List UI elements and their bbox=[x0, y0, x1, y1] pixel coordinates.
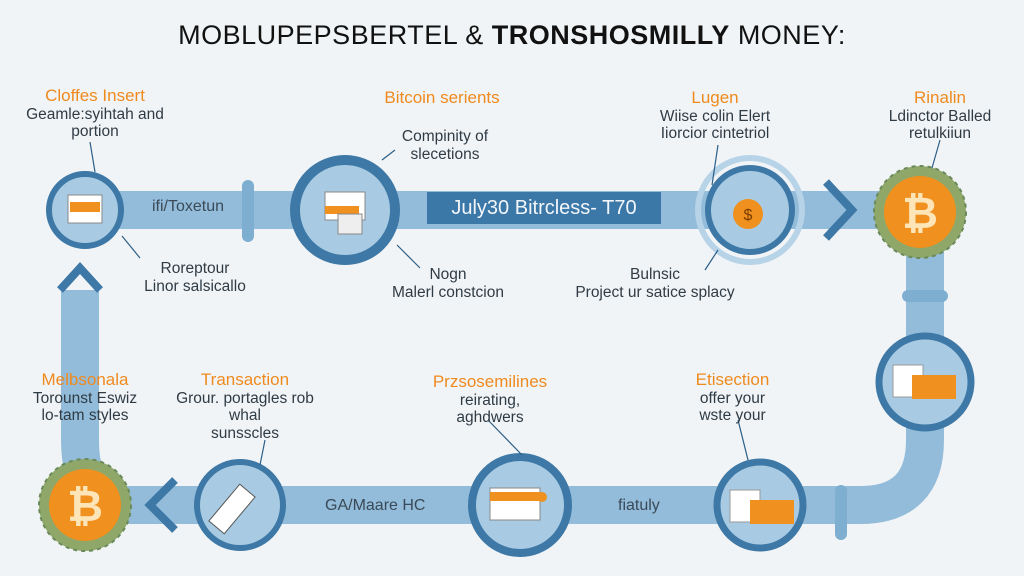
step-desc: offer your bbox=[699, 389, 766, 407]
money-bag-icon: $ bbox=[733, 199, 763, 229]
step-heading: Bitcoin serients bbox=[384, 88, 500, 107]
step-desc: slecetions bbox=[410, 145, 480, 163]
step-desc: reirating, bbox=[459, 391, 521, 409]
step-desc: Geamle:syihtah and bbox=[26, 105, 164, 123]
step-heading: Rinalin bbox=[914, 88, 966, 107]
step-desc: wste your bbox=[699, 407, 766, 425]
step-desc: Malerl constcion bbox=[392, 283, 504, 301]
svg-text:₿: ₿ bbox=[67, 482, 103, 531]
step-note: Bulnsic Project ur satice splacy bbox=[555, 266, 755, 302]
step-heading: Transaction bbox=[200, 370, 290, 389]
step-cloffes-insert: Cloffes Insert Geamle:syihtah and portio… bbox=[10, 86, 180, 141]
step-note: Compinity of slecetions bbox=[375, 128, 515, 164]
step-desc: Torounst Eswiz bbox=[32, 389, 138, 407]
pipe-joint bbox=[242, 180, 254, 242]
step-note: Nogn Malerl constcion bbox=[368, 266, 528, 302]
step-heading: Cloffes Insert bbox=[45, 86, 145, 105]
step-etisection: Etisection offer your wste your bbox=[660, 370, 805, 425]
step-note: Roreptour Linor salsicallo bbox=[120, 260, 270, 296]
step-desc: Linor salsicallo bbox=[144, 277, 246, 295]
step-desc: Compinity of bbox=[401, 128, 489, 145]
credit-card-icon bbox=[489, 487, 547, 521]
step-desc: Project ur satice splacy bbox=[575, 283, 735, 301]
wallet-icon bbox=[892, 364, 956, 399]
pipe-label: fiatuly bbox=[618, 497, 660, 514]
step-desc: whal bbox=[229, 407, 261, 425]
step-desc: Nogn bbox=[429, 266, 467, 283]
step-desc: portion bbox=[71, 123, 119, 141]
title-part: MOBLUPEPSBERTEL & bbox=[178, 20, 484, 50]
banner-label: July30 Bitrcless- T70 bbox=[427, 192, 661, 224]
step-heading: Etisection bbox=[695, 370, 770, 389]
wallet-icon bbox=[729, 489, 794, 524]
page-title: MOBLUPEPSBERTEL & TRONSHOSMILLY MONEY: bbox=[0, 20, 1024, 51]
pipe-label: ifi/Toxetun bbox=[152, 198, 225, 215]
right-arrow-icon bbox=[823, 179, 858, 241]
svg-text:₿: ₿ bbox=[902, 189, 938, 238]
step-transaction: Transaction Grour. portagles rob whal su… bbox=[160, 370, 330, 443]
step-heading: Przsosemilines bbox=[432, 372, 548, 391]
step-lugen: Lugen Wiise colin Elert Iiorcior cintetr… bbox=[630, 88, 800, 143]
laptop-icon bbox=[324, 191, 366, 235]
step-heading: Lugen bbox=[691, 88, 739, 107]
bitcoin-icon: ₿ bbox=[38, 458, 132, 552]
step-desc: Grour. portagles rob bbox=[176, 389, 314, 407]
up-arrow-icon bbox=[57, 262, 103, 293]
step-desc: Iiorcior cintetriol bbox=[660, 125, 770, 143]
step-przsosemilines: Przsosemilines reirating, aghdwers bbox=[405, 372, 575, 427]
step-desc: retulkiiun bbox=[908, 125, 972, 143]
step-desc: Bulnsic bbox=[630, 266, 680, 283]
step-desc: sunsscles bbox=[210, 425, 280, 443]
document-icon bbox=[67, 194, 103, 224]
left-arrow-icon bbox=[144, 477, 178, 533]
step-desc: lo-tam styles bbox=[41, 407, 129, 425]
card-reader-icon bbox=[208, 483, 256, 535]
step-desc: Roreptour bbox=[160, 260, 230, 277]
svg-text:$: $ bbox=[744, 207, 753, 224]
bitcoin-icon: ₿ bbox=[873, 165, 967, 259]
pipe-joint bbox=[902, 290, 948, 302]
step-desc: Ldinctor Balled bbox=[888, 107, 992, 125]
step-desc: aghdwers bbox=[456, 409, 524, 427]
step-rinalin: Rinalin Ldinctor Balled retulkiiun bbox=[855, 88, 1024, 143]
step-melbsonala: Melbsonala Torounst Eswiz lo-tam styles bbox=[15, 370, 155, 425]
pipe-joint bbox=[835, 485, 847, 540]
step-desc: Wiise colin Elert bbox=[659, 107, 771, 125]
title-part: TRONSHOSMILLY bbox=[491, 20, 730, 50]
step-heading: Melbsonala bbox=[41, 370, 129, 389]
title-part: MONEY: bbox=[737, 20, 846, 50]
pipe-label: GA/Maare HC bbox=[325, 497, 426, 514]
step-bitcoin-serients: Bitcoin serients bbox=[362, 88, 522, 108]
